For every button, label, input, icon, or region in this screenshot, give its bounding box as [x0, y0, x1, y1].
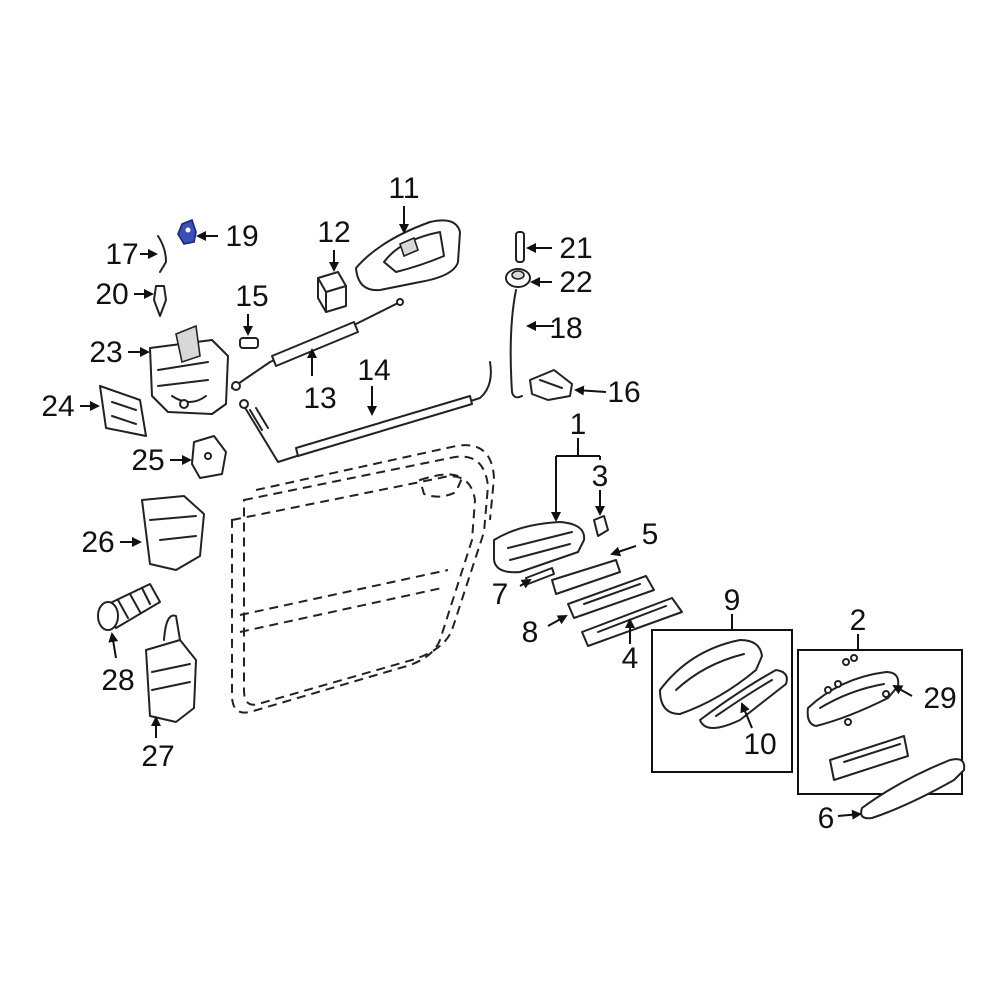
callout-16: 16 — [607, 376, 640, 409]
cable-13-part — [231, 298, 404, 391]
rod-21-part — [515, 231, 525, 263]
seal-5-part — [551, 559, 621, 595]
actuator-16-part — [529, 369, 573, 401]
interior-handle-part — [355, 219, 461, 292]
callout-9: 9 — [724, 584, 741, 617]
callout-19: 19 — [225, 220, 258, 253]
callout-17: 17 — [105, 238, 138, 271]
callout-10: 10 — [743, 728, 776, 761]
callout-4: 4 — [622, 642, 639, 675]
clip-19-part-highlighted — [177, 218, 197, 245]
callout-8: 8 — [522, 616, 539, 649]
callout-3: 3 — [592, 460, 609, 493]
handle-kit-box-2 — [797, 649, 963, 795]
callout-28: 28 — [101, 664, 134, 697]
hinge-26-part — [141, 495, 205, 571]
strip-7-part — [525, 567, 555, 585]
callout-24: 24 — [41, 390, 74, 423]
leader-lines — [80, 206, 913, 820]
callout-7: 7 — [492, 578, 509, 611]
callout-26: 26 — [81, 526, 114, 559]
callout-5: 5 — [642, 518, 659, 551]
cable-14-part — [239, 361, 492, 463]
callout-23: 23 — [89, 336, 122, 369]
hinge-27-part — [145, 614, 197, 723]
gasket-8-part — [567, 575, 655, 619]
door-latch-part — [149, 324, 229, 415]
callout-11: 11 — [388, 172, 419, 205]
callout-15: 15 — [235, 280, 268, 313]
clip-15-part — [239, 337, 259, 349]
callout-labels: 1 2 3 4 5 6 7 8 9 10 11 12 13 14 15 16 1… — [41, 172, 956, 835]
callout-13: 13 — [303, 382, 336, 415]
callout-1: 1 — [570, 408, 587, 441]
rod-18-part — [509, 289, 523, 399]
trim-cover-6-part — [860, 758, 966, 820]
exterior-handle-part — [493, 521, 586, 574]
callout-14: 14 — [357, 354, 390, 387]
clip-3-part — [593, 515, 609, 537]
callout-18: 18 — [549, 312, 582, 345]
callout-2: 2 — [850, 604, 867, 637]
grommet-28-part — [97, 583, 161, 631]
knob-22-part — [505, 268, 531, 288]
callout-22: 22 — [559, 266, 592, 299]
door-shell-outline — [231, 444, 496, 714]
lock-button-part — [317, 271, 347, 313]
callout-12: 12 — [317, 216, 350, 249]
callout-27: 27 — [141, 740, 174, 773]
handle-kit-box-9 — [651, 629, 793, 773]
bracket-25-part — [191, 435, 227, 479]
pin-20-part — [153, 285, 167, 317]
callout-21: 21 — [559, 232, 592, 265]
rod-17-part — [157, 235, 167, 273]
callout-20: 20 — [95, 278, 128, 311]
striker-plate-part — [99, 385, 147, 437]
callout-6: 6 — [818, 802, 835, 835]
callout-25: 25 — [131, 444, 164, 477]
callout-29: 29 — [923, 682, 956, 715]
